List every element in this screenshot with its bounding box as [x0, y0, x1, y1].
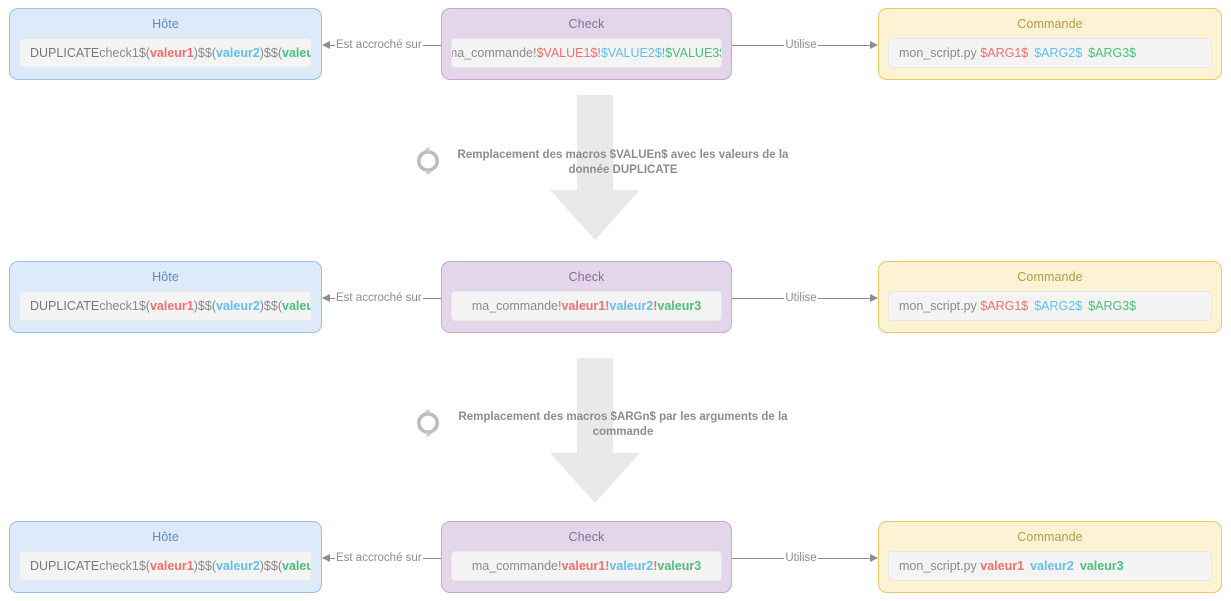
- host-node-title: Hôte: [152, 270, 179, 284]
- down-arrow-icon: [550, 358, 640, 503]
- check-node-title: Check: [568, 530, 605, 544]
- host-macro-label: DUPLICATE: [30, 559, 100, 573]
- connector-label-uses: Utilise: [785, 552, 817, 564]
- connector-label-uses: Utilise: [785, 292, 817, 304]
- command-node-title: Commande: [1017, 17, 1083, 31]
- arrow-left-icon: [322, 294, 330, 302]
- check-node-row2[interactable]: Check ma_commande!valeur1!valeur2!valeur…: [441, 261, 732, 333]
- command-node-row2[interactable]: Commande mon_script.py $ARG1$$ARG2$$ARG3…: [878, 261, 1222, 333]
- host-node-title: Hôte: [152, 530, 179, 544]
- command-node-body: mon_script.py $ARG1$$ARG2$$ARG3$: [888, 291, 1212, 321]
- connector-label-attached: Est accroché sur: [336, 292, 422, 304]
- check-node-title: Check: [568, 17, 605, 31]
- connector-label-uses: Utilise: [785, 39, 817, 51]
- command-script-expression: mon_script.py $ARG1$$ARG2$$ARG3$: [899, 299, 1137, 313]
- host-check-expression: check1$(valeur1)$$(valeur2)$$(valeur3)$: [99, 299, 311, 313]
- connector-host-check-row3: Est accroché sur: [322, 547, 442, 569]
- check-node-body: ma_commande!valeur1!valeur2!valeur3: [451, 291, 722, 321]
- check-command-expression: ma_commande!valeur1!valeur2!valeur3: [471, 559, 702, 573]
- sync-circle-icon: [413, 408, 443, 438]
- check-command-expression: ma_commande!valeur1!valeur2!valeur3: [471, 299, 702, 313]
- check-command-expression: ma_commande!$VALUE1$!$VALUE2$!$VALUE3$: [451, 46, 722, 60]
- host-check-expression: check1$(valeur1)$$(valeur2)$$(valeur3)$: [99, 46, 311, 60]
- check-node-row1[interactable]: Check ma_commande!$VALUE1$!$VALUE2$!$VAL…: [441, 8, 732, 80]
- arrow-right-icon: [870, 554, 878, 562]
- connector-check-command-row3: Utilise: [732, 547, 878, 569]
- connector-check-command-row2: Utilise: [732, 287, 878, 309]
- connector-host-check-row1: Est accroché sur: [322, 34, 442, 56]
- host-check-expression: check1$(valeur1)$$(valeur2)$$(valeur3)$: [99, 559, 311, 573]
- host-macro-label: DUPLICATE: [30, 46, 100, 60]
- connector-line: [422, 557, 442, 559]
- arrow-shaft: [577, 95, 613, 190]
- arrow-left-icon: [322, 554, 330, 562]
- arrow-right-icon: [870, 41, 878, 49]
- command-script-expression: mon_script.py $ARG1$$ARG2$$ARG3$: [899, 46, 1137, 60]
- connector-label-attached: Est accroché sur: [336, 552, 422, 564]
- connector-line: [422, 44, 442, 46]
- arrow-right-icon: [870, 294, 878, 302]
- connector-line: [817, 557, 870, 559]
- connector-host-check-row2: Est accroché sur: [322, 287, 442, 309]
- arrow-head: [550, 190, 640, 240]
- connector-line: [330, 44, 335, 46]
- connector-line: [330, 557, 335, 559]
- arrow-left-icon: [322, 41, 330, 49]
- host-node-title: Hôte: [152, 17, 179, 31]
- connector-line: [817, 297, 870, 299]
- command-node-row1[interactable]: Commande mon_script.py $ARG1$$ARG2$$ARG3…: [878, 8, 1222, 80]
- arrow-head: [550, 453, 640, 503]
- arrow-shaft: [577, 358, 613, 453]
- check-node-body: ma_commande!$VALUE1$!$VALUE2$!$VALUE3$: [451, 38, 722, 68]
- check-node-title: Check: [568, 270, 605, 284]
- check-node-body: ma_commande!valeur1!valeur2!valeur3: [451, 551, 722, 581]
- connector-line: [817, 44, 870, 46]
- command-node-title: Commande: [1017, 530, 1083, 544]
- transition-2-label: Remplacement des macros $ARGn$ par les a…: [458, 411, 788, 438]
- connector-line: [732, 557, 785, 559]
- connector-line: [732, 297, 785, 299]
- transition-1-label: Remplacement des macros $VALUEn$ avec le…: [457, 149, 789, 176]
- check-node-row3[interactable]: Check ma_commande!valeur1!valeur2!valeur…: [441, 521, 732, 593]
- host-macro-label: DUPLICATE: [30, 299, 100, 313]
- transition-2: [550, 358, 660, 503]
- command-node-title: Commande: [1017, 270, 1083, 284]
- transition-1: [550, 95, 660, 240]
- connector-label-attached: Est accroché sur: [336, 39, 422, 51]
- connector-check-command-row1: Utilise: [732, 34, 878, 56]
- connector-line: [330, 297, 335, 299]
- down-arrow-icon: [550, 95, 640, 240]
- command-node-body: mon_script.py $ARG1$$ARG2$$ARG3$: [888, 38, 1212, 68]
- connector-line: [732, 44, 785, 46]
- sync-circle-icon: [413, 146, 443, 176]
- connector-line: [422, 297, 442, 299]
